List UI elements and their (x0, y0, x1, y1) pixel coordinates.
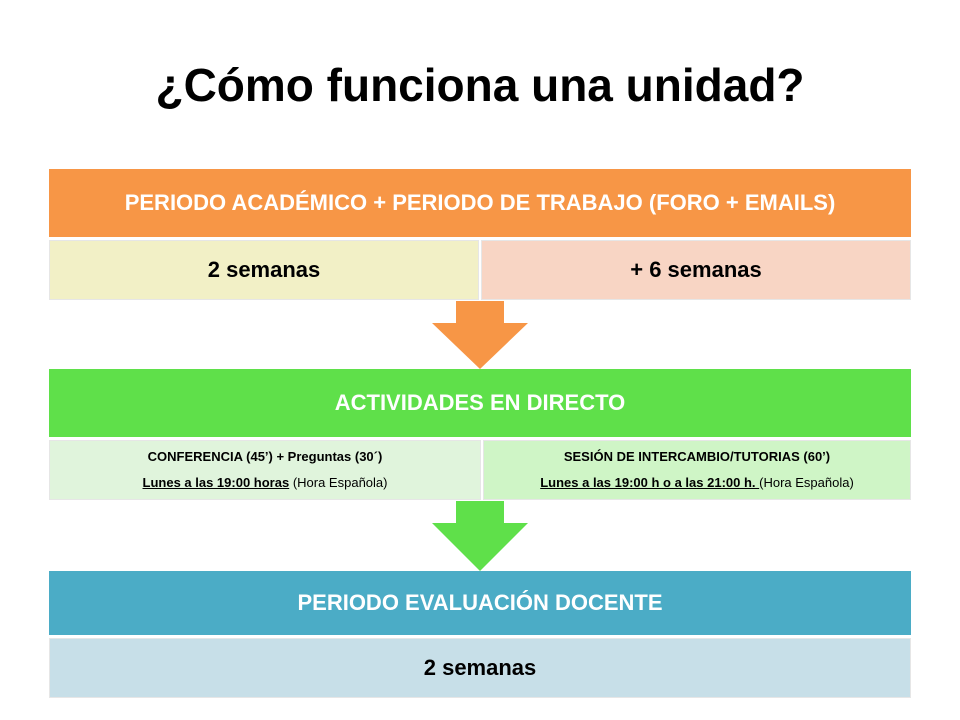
page-title: ¿Cómo funciona una unidad? (155, 59, 805, 111)
conference-timezone: (Hora Española) (289, 475, 388, 490)
work-period-cell: + 6 semanas (481, 240, 911, 300)
academic-period-cell: 2 semanas (49, 240, 479, 300)
conference-cell: CONFERENCIA (45’) + Preguntas (30´) Lune… (49, 440, 481, 500)
tutoring-schedule: Lunes a las 19:00 h o a las 21:00 h. (Ho… (540, 470, 854, 496)
conference-title: CONFERENCIA (45’) + Preguntas (30´) (147, 449, 383, 464)
live-activities-header: ACTIVIDADES EN DIRECTO (49, 369, 911, 437)
tutoring-cell: SESIÓN DE INTERCAMBIO/TUTORIAS (60’) Lun… (483, 440, 911, 500)
tutoring-title: SESIÓN DE INTERCAMBIO/TUTORIAS (60’) (563, 449, 831, 464)
down-arrow-orange (432, 301, 528, 369)
academic-period-header: PERIODO ACADÉMICO + PERIODO DE TRABAJO (… (49, 169, 911, 237)
evaluation-period-header: PERIODO EVALUACIÓN DOCENTE (49, 571, 911, 635)
evaluation-period-cell: 2 semanas (49, 638, 911, 698)
down-arrow-green (432, 501, 528, 571)
conference-time: Lunes a las 19:00 horas (142, 475, 290, 490)
tutoring-time: Lunes a las 19:00 h o a las 21:00 h. (540, 475, 760, 490)
conference-schedule: Lunes a las 19:00 horas (Hora Española) (143, 470, 388, 496)
tutoring-timezone: (Hora Española) (759, 475, 854, 490)
